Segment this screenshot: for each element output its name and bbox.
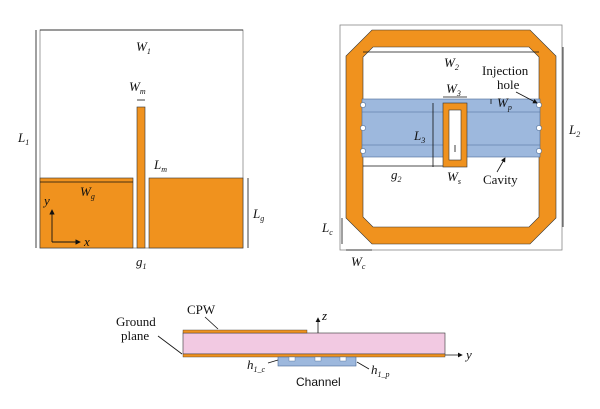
w1-label: W1 [136, 39, 151, 56]
injection-hole-icon [536, 102, 542, 108]
lm-label: Lm [153, 157, 167, 174]
feed-line [136, 106, 146, 249]
panel-cross-section: z y CPW Ground plane h1_c h1_p Channel [116, 302, 472, 389]
g1-label: g1 [136, 254, 147, 271]
lg-label: Lg [252, 206, 264, 223]
ground-plane-pointer [157, 335, 183, 355]
g2-label: g2 [391, 167, 402, 184]
z-axis-label: z [321, 308, 327, 323]
w3-label: W3 [446, 81, 461, 98]
cavity-label: Cavity [483, 172, 518, 187]
wc-label: Wc [351, 254, 366, 271]
wg-label: Wg [80, 184, 95, 201]
injection-hole-icon [360, 148, 366, 154]
channel-hole [314, 356, 322, 362]
ground-plane-left [39, 177, 134, 249]
injection-hole-icon [360, 125, 366, 131]
substrate-layer [182, 332, 446, 355]
h1p-label: h1_p [371, 362, 390, 379]
panel-front-view: W1 L1 Wm Lm Wg Lg g1 y x [17, 29, 264, 271]
h1p-pointer [356, 361, 370, 370]
injection-hole-pointer [515, 91, 538, 104]
ground-plane-label: Ground [116, 314, 156, 329]
panel-back-view: W2 W3 Injection hole Wp L2 L3 g2 Ws Cavi… [321, 24, 580, 271]
lc-label: Lc [321, 220, 333, 237]
l2-label: L2 [568, 122, 580, 139]
channel-hole [288, 356, 296, 362]
cpw-pointer [204, 316, 219, 330]
channel-label: Channel [296, 375, 341, 389]
injection-hole-icon [536, 148, 542, 154]
slot-gap [448, 109, 462, 161]
h1c-pointer [267, 359, 279, 364]
cavity-pointer [496, 157, 506, 173]
ground-plane-right [148, 177, 244, 249]
y-axis-label-cross: y [464, 347, 472, 362]
l3-label: L3 [413, 128, 425, 145]
l1-label: L1 [17, 130, 29, 147]
cpw-label: CPW [187, 302, 216, 317]
channel-hole [339, 356, 347, 362]
wp-label: Wp [497, 95, 512, 112]
copper-frame [345, 29, 557, 245]
injection-hole-icon [536, 125, 542, 131]
cpw-top-layer [182, 329, 308, 334]
injection-hole-label: Injection [482, 63, 529, 78]
h1c-label: h1_c [247, 357, 266, 374]
ground-bottom-layer [182, 353, 446, 358]
wm-label: Wm [129, 79, 146, 96]
injection-hole-icon [360, 102, 366, 108]
injection-hole-label-2: hole [497, 77, 520, 92]
ws-label: Ws [447, 169, 461, 186]
y-axis-label: y [42, 193, 50, 208]
ground-plane-label-2: plane [121, 328, 149, 343]
w2-label: W2 [444, 55, 459, 72]
x-axis-label: x [83, 234, 90, 249]
